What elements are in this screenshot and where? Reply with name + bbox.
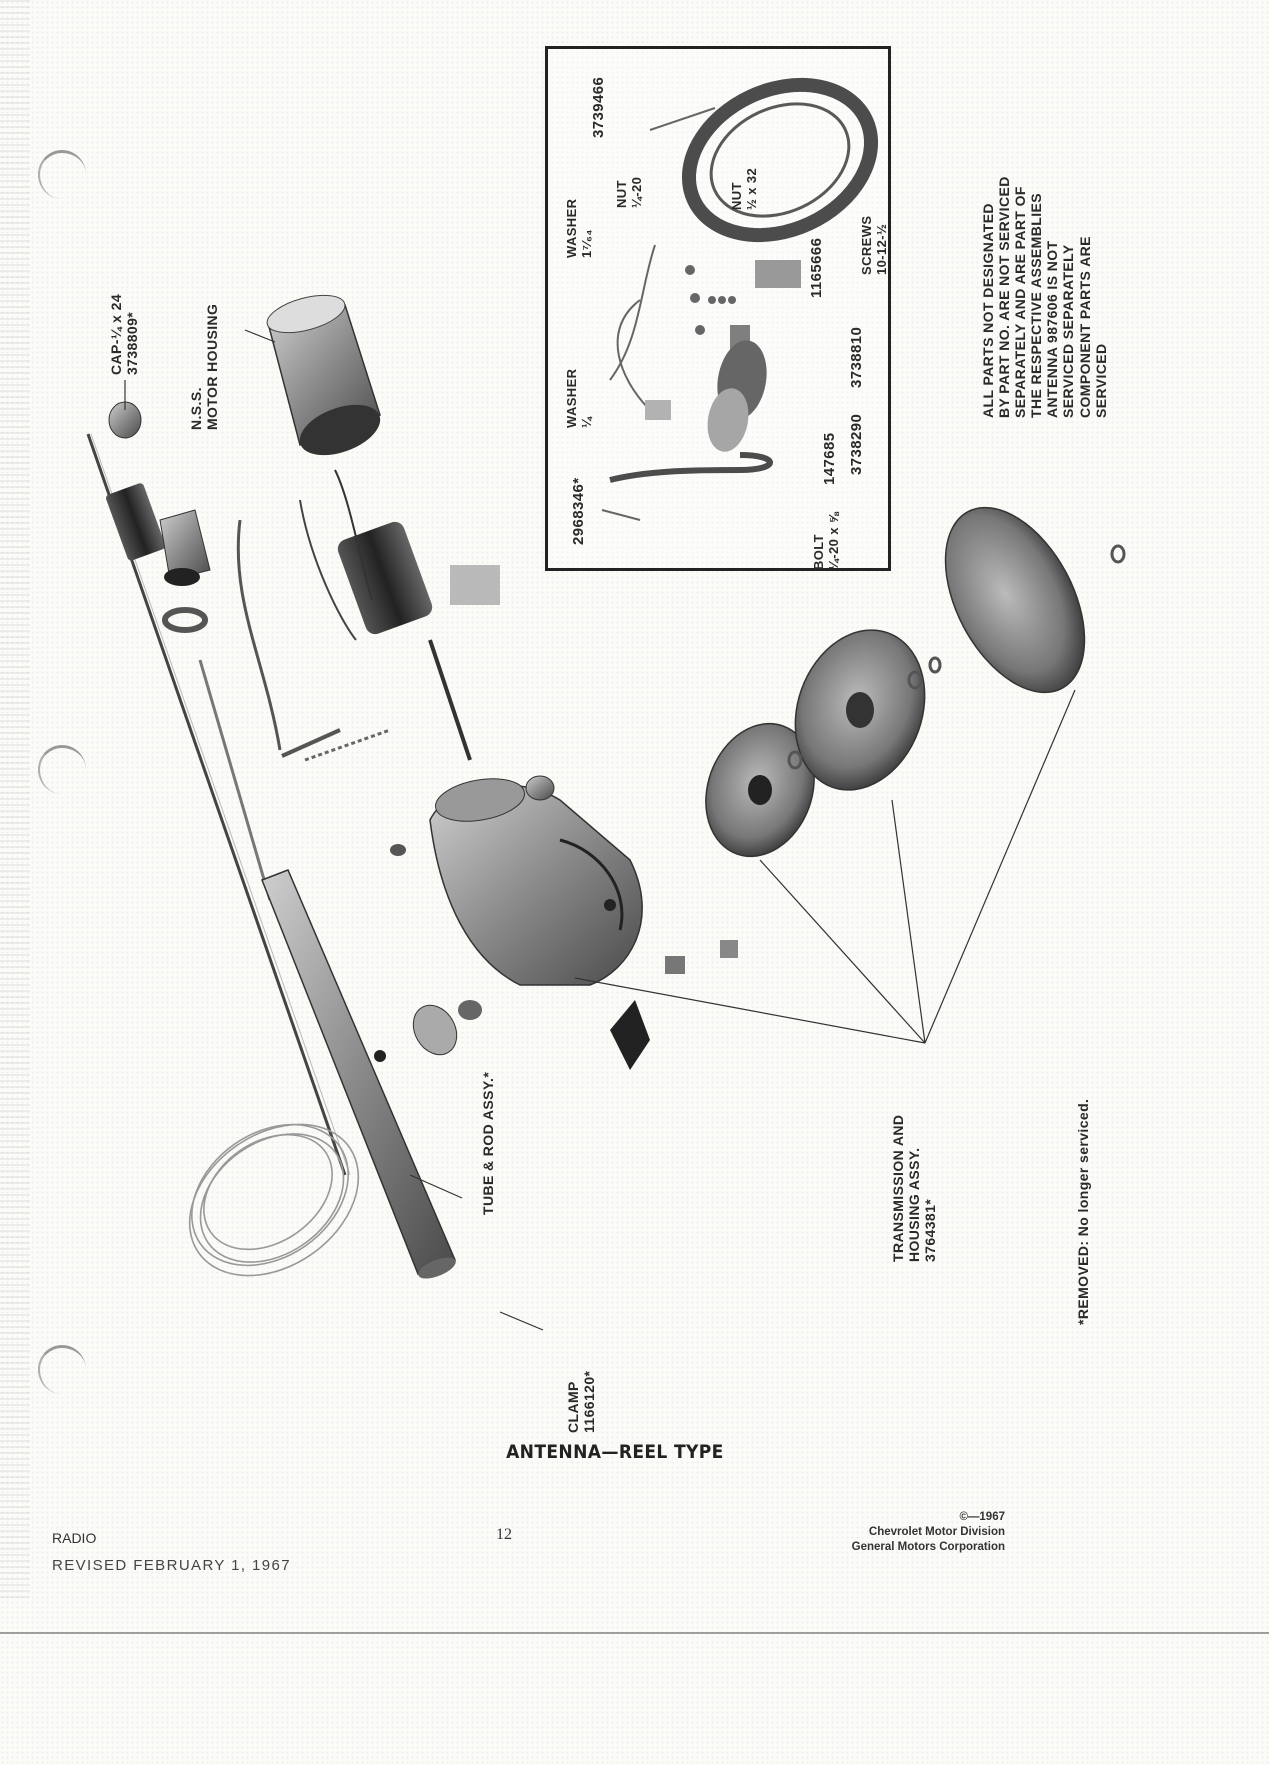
inset-callout-3739466: 3739466	[590, 76, 607, 138]
inset-callout-nut-large: NUT ½ x 32	[729, 167, 759, 210]
publisher-division: Chevrolet Motor Division	[868, 1525, 1005, 1538]
set-screw-2	[720, 940, 738, 958]
callout-transmission: TRANSMISSION AND HOUSING ASSY. 3764381*	[890, 1114, 939, 1262]
tube-rod-assembly	[261, 869, 456, 1275]
washer-ring	[162, 607, 208, 633]
reel-wheel	[794, 629, 926, 791]
footer-publisher: ©—1967 Chevrolet Motor Division General …	[845, 1510, 1005, 1555]
inset-cable-coil	[681, 77, 879, 243]
callout-motor-housing: N.S.S. MOTOR HOUSING	[188, 303, 221, 430]
revision-date: REVISED FEBRUARY 1, 1967	[52, 1556, 291, 1574]
inset-callout-washer-bottom: WASHER ¼	[564, 368, 594, 428]
rubber-grommet	[610, 1000, 650, 1070]
callout-clamp: CLAMP 1166120*	[565, 1370, 598, 1433]
reel-drum	[705, 722, 815, 858]
inset-harness	[609, 452, 773, 483]
inset-callout-washer-top: WASHER 1⁷⁄₆₄	[564, 198, 594, 258]
footer-left: RADIO REVISED FEBRUARY 1, 1967	[52, 1525, 291, 1580]
set-screw	[665, 956, 685, 974]
callout-cap: CAP-¼ x 24 3738809*	[108, 293, 141, 375]
long-screw	[304, 728, 391, 762]
inset-callout-3738290: 3738290	[848, 413, 865, 475]
inset-callout-147685: 147685	[821, 432, 838, 485]
motor-housing-part	[266, 294, 381, 456]
lead-in-cable-coil	[188, 1123, 360, 1277]
inset-terminal	[645, 400, 671, 420]
inset-callout-bolt: BOLT ¼-20 x ⅝	[811, 511, 841, 570]
inset-callout-screws: SCREWS 10-12-½	[859, 215, 889, 275]
inset-callout-2968346: 2968346*	[570, 477, 587, 545]
copyright: ©—1967	[959, 1511, 1005, 1523]
ground-bolt	[281, 728, 341, 758]
binding-edge	[0, 0, 30, 1600]
tube-end	[418, 1257, 456, 1279]
escutcheon	[159, 509, 211, 581]
inset-gasket	[707, 388, 749, 452]
ground-strap	[236, 519, 282, 751]
inset-parts	[601, 77, 879, 521]
inset-lead-wire	[616, 299, 651, 411]
bushing	[525, 775, 555, 801]
tube-fitting	[374, 1050, 386, 1062]
antenna-rod-section	[198, 659, 272, 901]
transmission-housing-part	[429, 778, 643, 986]
motor-brush-plate	[450, 565, 500, 605]
punch-hole-middle	[38, 745, 86, 794]
escutcheon-base	[164, 568, 200, 586]
reel-cover	[944, 506, 1086, 694]
inset-fasteners	[685, 265, 736, 335]
inset-callout-1165666: 1165666	[808, 237, 825, 298]
publisher-corporation: General Motors Corporation	[851, 1540, 1005, 1553]
inset-frame	[545, 46, 891, 571]
page-number: 12	[496, 1526, 512, 1543]
motor-assembly	[299, 469, 500, 761]
service-note: ALL PARTS NOT DESIGNATED BY PART NO. ARE…	[980, 176, 1109, 418]
callout-leaders	[124, 329, 1076, 1331]
inset-callout-3738810: 3738810	[848, 326, 865, 388]
mounting-bracket	[412, 1000, 482, 1056]
removed-footnote: *REMOVED: No longer serviced.	[1075, 1098, 1091, 1325]
punch-hole-top	[38, 150, 86, 199]
diagram-title: ANTENNA—REEL TYPE	[505, 1441, 724, 1463]
section-label: RADIO	[52, 1530, 97, 1546]
inset-relay	[755, 260, 801, 288]
small-nut	[390, 844, 406, 856]
callout-tube-rod-assy: TUBE & ROD ASSY.*	[480, 1071, 496, 1215]
page-bottom-rule	[0, 1632, 1269, 1634]
cap-nut-upper	[106, 483, 166, 561]
punch-hole-bottom	[38, 1345, 86, 1394]
spacer-washers	[787, 544, 1126, 770]
inset-callout-nut-small: NUT ¼-20	[614, 176, 644, 208]
